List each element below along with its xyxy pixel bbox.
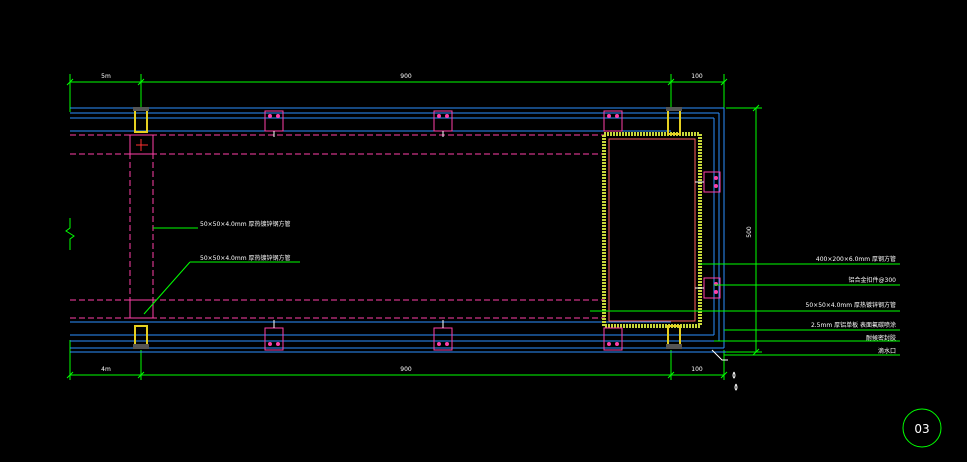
callout-right-4: 2.5mm 厚铝单板 表面氟碳喷涂	[811, 321, 896, 329]
right-dimension	[726, 104, 762, 356]
leader-inner-left-2	[143, 261, 300, 315]
dim-bottom-right: 100	[691, 366, 703, 373]
dim-bottom-mid: 900	[400, 366, 412, 373]
clip-top-2	[433, 110, 453, 137]
sheet-number: 03	[914, 422, 929, 436]
steel-box-section	[602, 132, 702, 328]
panel-outline	[70, 107, 726, 353]
callout-right-5: 耐候密封胶	[866, 334, 896, 342]
dim-top-mid: 900	[400, 73, 412, 80]
corner-post-bottom-left	[133, 325, 149, 349]
callout-right-6: 滴水口	[878, 347, 896, 355]
dim-right-vertical: 500	[746, 226, 753, 238]
clip-bottom-3	[603, 327, 623, 351]
clip-bottom-1	[264, 320, 284, 351]
dim-top-left: 5m	[101, 73, 111, 80]
callout-inner-left-2: 50×50×4.0mm 厚热镀锌钢方管	[200, 254, 290, 262]
callout-right-2: 铝合金扣件@300	[849, 276, 897, 284]
corner-post-top-left	[133, 107, 149, 133]
clip-top-3	[603, 110, 623, 132]
callout-inner-left-1: 50×50×4.0mm 厚热镀锌钢方管	[200, 220, 290, 228]
drip-edge-icon	[711, 349, 738, 391]
break-line-symbol	[65, 218, 75, 250]
dim-bottom-left: 4m	[101, 366, 111, 373]
corner-tube-bottom	[129, 299, 154, 319]
corner-post-bottom-right	[666, 325, 682, 349]
clip-bottom-2	[433, 320, 453, 351]
right-leaders	[590, 263, 900, 356]
clip-right-1	[695, 171, 721, 193]
top-dimension-chain	[66, 74, 728, 112]
clip-top-1	[264, 110, 284, 137]
corner-tube-top	[129, 134, 154, 155]
dim-top-right: 100	[691, 73, 703, 80]
callout-right-3: 50×50×4.0mm 厚热镀锌钢方管	[806, 301, 896, 309]
corner-post-top-right	[666, 107, 682, 135]
inner-frame-dashed	[70, 134, 605, 319]
sheet-number-badge: 03	[902, 408, 942, 448]
callout-right-1: 400×200×6.0mm 厚钢方管	[816, 255, 896, 263]
bottom-dimension-chain	[66, 340, 728, 380]
